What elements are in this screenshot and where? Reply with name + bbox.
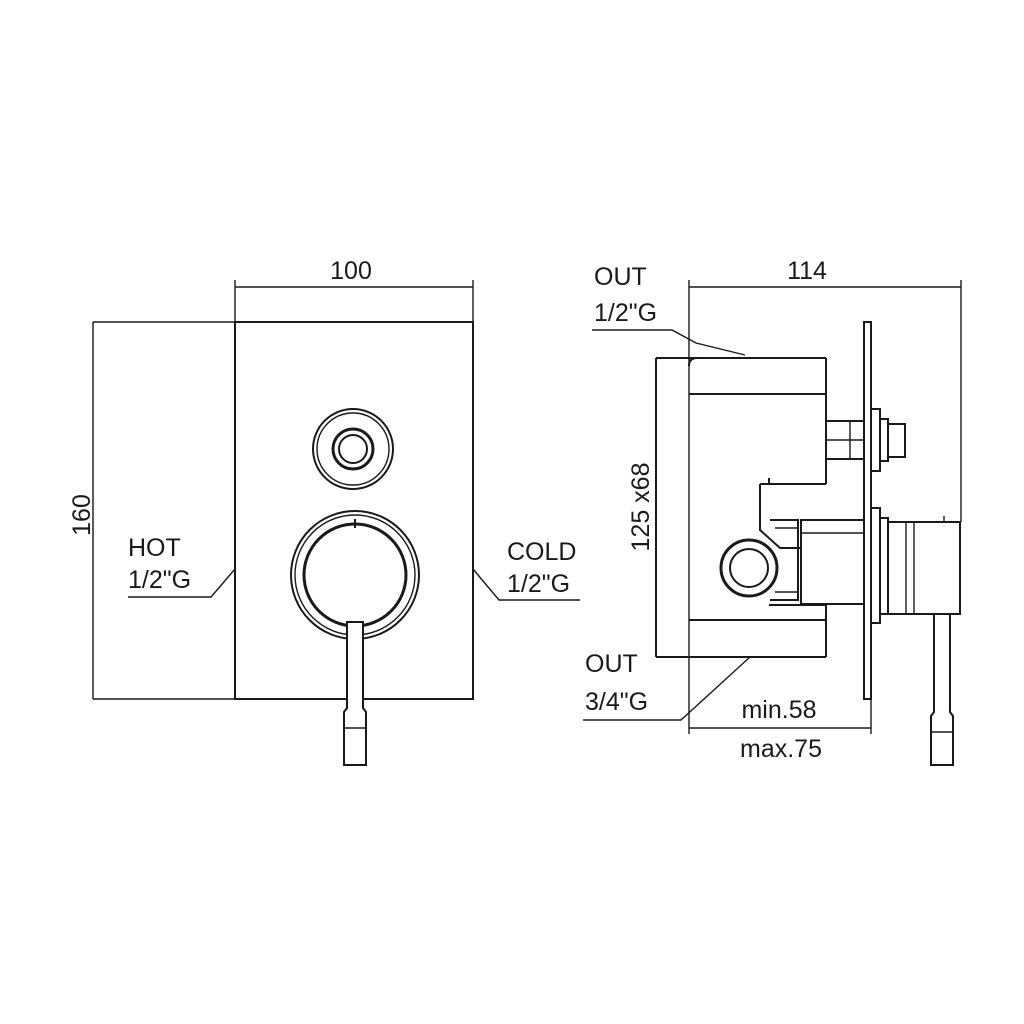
min-dimension-label: min.58: [741, 696, 816, 724]
max-dimension-label: max.75: [740, 735, 822, 763]
inlet-bracket: [759, 484, 800, 549]
wall-plate: [863, 321, 872, 700]
height-dimension-label: 160: [68, 494, 96, 536]
cold-label: COLD: [507, 538, 576, 566]
diverter-knob-inner: [338, 434, 368, 464]
diverter-flange: [870, 408, 881, 472]
box-dimension-label: 125 x68: [627, 463, 655, 552]
diverter-ring-outer: [312, 408, 394, 490]
cold-size: 1/2"G: [507, 570, 570, 598]
diverter-knob-outer: [331, 427, 375, 471]
front-view: 100 160 HOT 1/2"G COLD 1/2"G: [68, 257, 580, 766]
out-top-label: OUT: [594, 263, 647, 291]
side-view: 114: [583, 257, 962, 766]
diverter-ring-inner: [316, 412, 390, 486]
hot-leader: [128, 568, 236, 598]
hot-size: 1/2"G: [128, 566, 191, 594]
out-bottom-leader: [583, 656, 751, 721]
width-dimension-label: 100: [330, 257, 372, 285]
upper-block-corner: [688, 357, 698, 367]
diverter-button-side: [887, 423, 906, 458]
side-lever: [930, 613, 954, 766]
inlet-clip: [770, 519, 799, 601]
handle-collar: [879, 517, 889, 615]
handle-ring-inner: [294, 514, 416, 636]
out-top-size: 1/2"G: [594, 299, 657, 327]
out-top-leader: [592, 329, 746, 356]
inlet-fitting-inner: [729, 548, 769, 588]
cold-leader: [472, 568, 580, 601]
out-bottom-size: 3/4"G: [585, 688, 648, 716]
inlet-fitting-outer: [719, 538, 779, 598]
out-bottom-label: OUT: [585, 650, 638, 678]
handle-flange: [870, 507, 881, 624]
lever: [343, 621, 367, 766]
handle-knob: [302, 522, 408, 628]
hot-label: HOT: [128, 534, 181, 562]
handle-body-side: [887, 521, 961, 615]
diverter-collar: [879, 418, 889, 462]
handle-ring-outer: [290, 510, 420, 640]
depth-dimension-label: 114: [787, 257, 827, 285]
cartridge-body: [800, 519, 865, 605]
